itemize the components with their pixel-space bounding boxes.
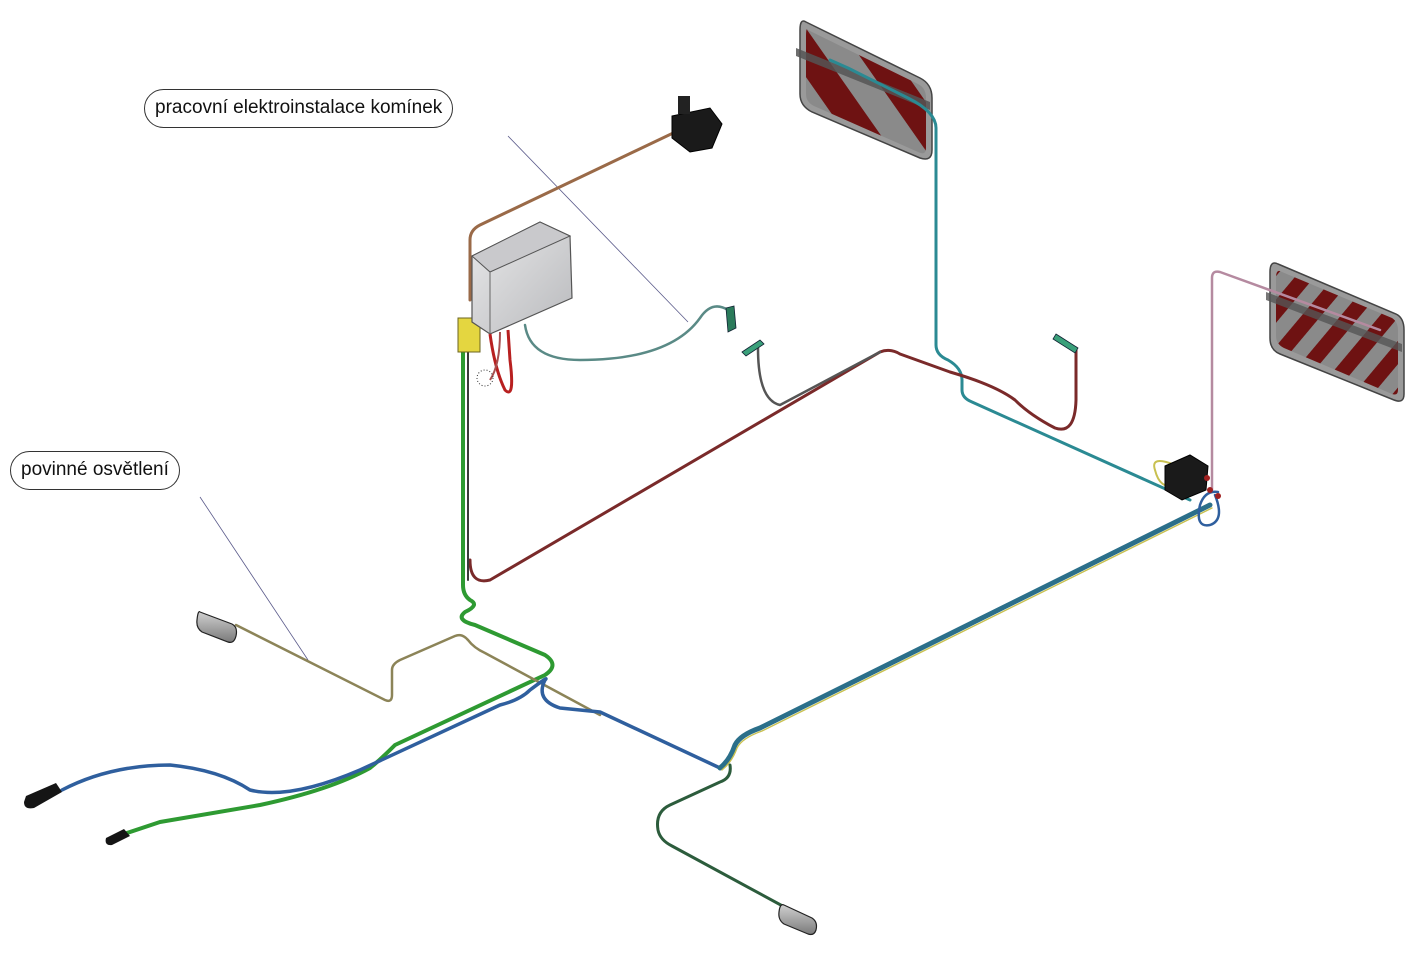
leader-line-mandatory-lighting [199,496,309,661]
wire-work-lamp [468,123,692,302]
wire-sensor-left [756,346,882,407]
junction-box [457,221,573,394]
wire-right-plate [1210,270,1382,492]
wire-marker-front [656,763,792,912]
plug-connector-large [24,783,62,809]
wire-block-loop [1197,490,1221,527]
warning-plate-right [1266,262,1405,402]
distribution-block [1164,454,1221,501]
callout-mandatory-lighting: povinné osvětlení [10,451,180,490]
wire-left-plate [828,58,1192,502]
sensor-connectors [725,305,1079,357]
wire-marker-left [234,623,602,717]
wire-trunk-green [116,343,555,838]
work-lamp [671,96,723,153]
wire-blue [60,677,722,795]
marker-lamp-front [778,904,818,936]
wire-box-sensor [523,305,730,362]
wire-sensor-right [468,346,1078,583]
callout-work-electrical: pracovní elektroinstalace komínek [144,89,454,128]
leader-line-work-electrical [507,135,689,323]
wire-main-run-yellow [721,507,1213,771]
wire-main-run-teal [717,502,1213,771]
gland-cluster [476,369,494,387]
warning-plate-left [796,20,933,160]
marker-lamp-left [196,611,238,643]
plug-connector-small [105,829,130,846]
